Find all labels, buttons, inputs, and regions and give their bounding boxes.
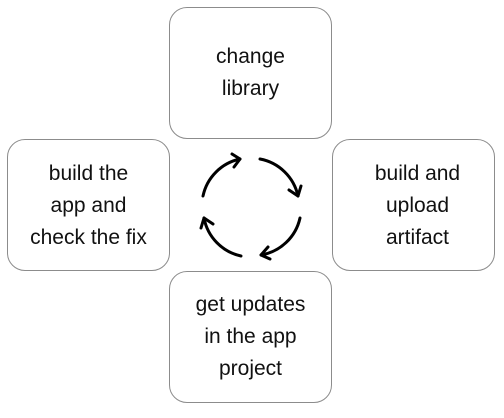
cycle-arc — [259, 216, 302, 257]
step-label-line: project — [218, 357, 282, 380]
step-label: get updates in the app project — [196, 289, 306, 385]
cycle-arc — [202, 216, 243, 258]
step-label-line: in the app — [204, 325, 297, 348]
cycle-arrowhead — [230, 152, 242, 169]
step-label-line: build and — [374, 162, 461, 185]
step-change-library: change library — [169, 7, 332, 139]
cycle-arc — [201, 157, 242, 198]
step-label-line: upload — [385, 194, 450, 217]
step-label: build the app and check the fix — [30, 156, 147, 254]
cycle-arrowhead — [287, 184, 303, 198]
cycle-arrowhead — [199, 216, 215, 230]
step-label: build and upload artifact — [367, 156, 460, 254]
step-build-app-and-check-fix: build the app and check the fix — [7, 139, 170, 271]
circular-arrows-clockwise-icon — [199, 152, 303, 261]
step-label: change library — [216, 41, 285, 105]
step-label-line: check the fix — [30, 226, 147, 249]
step-label-line: build the — [48, 162, 129, 185]
step-label-line: change — [216, 45, 285, 68]
step-get-updates-in-app-project: get updates in the app project — [169, 271, 332, 403]
step-build-and-upload-artifact: build and upload artifact — [332, 139, 495, 271]
step-label-line: get updates — [195, 293, 306, 316]
step-label-line: app and — [50, 194, 127, 217]
step-label-line: artifact — [385, 226, 450, 249]
step-label-line: library — [221, 77, 280, 100]
cycle-arrowhead — [259, 245, 272, 261]
cycle-arc — [258, 157, 300, 198]
